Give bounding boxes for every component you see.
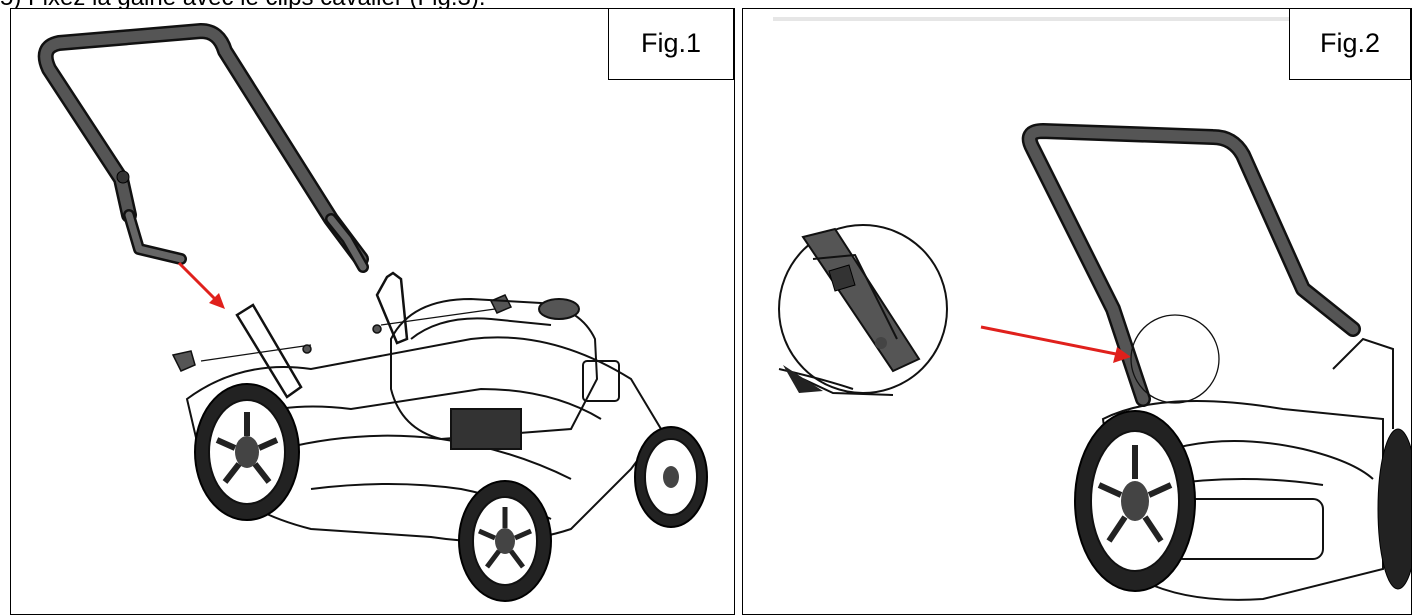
figure-2-panel: Fig.2: [742, 8, 1412, 615]
handle-brackets: [200, 271, 496, 399]
figure-2-label: Fig.2: [1289, 9, 1411, 80]
detail-zoom-circle: [778, 224, 948, 396]
direction-arrow: [980, 325, 1131, 363]
mower-wheels: [1074, 410, 1411, 592]
mower-wheels: [194, 383, 708, 602]
figure-1-label: Fig.1: [608, 9, 734, 80]
detail-target-circle: [1130, 314, 1220, 404]
direction-arrow: [177, 261, 225, 309]
figure-2-illustration: [773, 17, 1411, 601]
mower-engine: [390, 297, 620, 450]
mower-handle: [1021, 123, 1361, 407]
figure-1-illustration: [37, 23, 708, 602]
instruction-step-text: 5) Fixez la gaine avec le clips cavalier…: [0, 0, 486, 12]
figure-1-panel: Fig.1: [10, 8, 735, 615]
mower-handle: [37, 23, 369, 273]
top-shade-strip: [773, 17, 1293, 21]
